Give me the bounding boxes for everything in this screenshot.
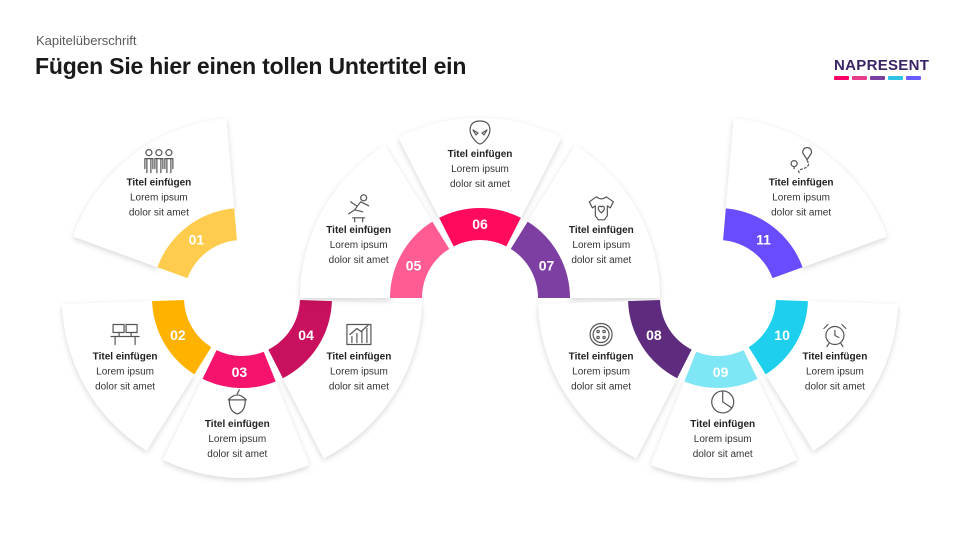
logo-bar: [834, 76, 849, 80]
step-card: [725, 118, 888, 268]
step-number: 02: [170, 327, 186, 343]
step-description-line: dolor sit amet: [771, 208, 831, 219]
step-description-line: dolor sit amet: [329, 382, 389, 393]
chapter-heading: Kapitelüberschrift: [36, 33, 137, 48]
step-description-line: Lorem ipsum: [330, 240, 388, 251]
step-card: [398, 118, 562, 218]
step-color-band: [202, 350, 276, 388]
step-description-line: Lorem ipsum: [451, 164, 509, 175]
step-description-line: Lorem ipsum: [572, 240, 630, 251]
step-description-line: dolor sit amet: [450, 179, 510, 190]
step-card: [300, 145, 433, 298]
logo-bar: [852, 76, 867, 80]
route-pin-icon: [790, 147, 813, 174]
step-color-band: [628, 300, 692, 379]
step-card: [72, 118, 235, 268]
step-card: [163, 378, 310, 479]
step-card: [650, 378, 797, 478]
logo-bar: [906, 76, 921, 80]
step-description-line: Lorem ipsum: [806, 367, 864, 378]
step-description-line: Lorem ipsum: [330, 367, 388, 378]
step-number: 11: [756, 232, 771, 248]
step-description-line: dolor sit amet: [571, 255, 631, 266]
meeting-icon: [110, 323, 140, 346]
step-number: 05: [406, 258, 422, 274]
step-description-line: Lorem ipsum: [572, 367, 630, 378]
step-description-line: Lorem ipsum: [208, 434, 266, 445]
step-description-line: dolor sit amet: [207, 449, 267, 460]
step-card: [765, 301, 898, 451]
hurdle-runner-icon: [348, 194, 370, 223]
page-title: Fügen Sie hier einen tollen Untertitel e…: [35, 53, 467, 79]
step-card: [62, 301, 195, 451]
step-number: 04: [298, 327, 314, 343]
step-card: [527, 145, 660, 298]
step-color-band: [510, 221, 570, 298]
step-number: 07: [539, 258, 555, 274]
step-card: [282, 301, 422, 459]
step-number: 08: [646, 327, 662, 343]
step-description-line: Lorem ipsum: [96, 367, 154, 378]
step-title: Titel einfügen: [326, 225, 391, 236]
step-description-line: dolor sit amet: [571, 382, 631, 393]
step-number: 06: [472, 216, 488, 232]
step-description-line: dolor sit amet: [805, 382, 865, 393]
step-title: Titel einfügen: [569, 225, 634, 236]
step-number: 10: [774, 327, 790, 343]
alarm-clock-icon: [823, 323, 847, 348]
step-card: [538, 301, 678, 459]
button-icon: [589, 322, 613, 347]
step-color-band: [268, 300, 332, 379]
step-color-band: [723, 208, 803, 279]
baby-onesie-icon: [588, 196, 614, 221]
step-title: Titel einfügen: [205, 419, 270, 430]
step-color-band: [152, 300, 212, 375]
acorn-icon: [227, 389, 247, 415]
step-description-line: dolor sit amet: [129, 208, 189, 219]
growth-chart-icon: [346, 323, 372, 346]
step-number: 01: [189, 232, 205, 248]
step-description-line: dolor sit amet: [329, 255, 389, 266]
step-color-band: [439, 208, 521, 247]
step-title: Titel einfügen: [326, 352, 391, 363]
step-description-line: dolor sit amet: [95, 382, 155, 393]
step-title: Titel einfügen: [569, 352, 634, 363]
step-color-band: [748, 300, 808, 375]
team-icon: [144, 149, 174, 174]
logo-color-bars: [834, 76, 926, 80]
step-description-line: Lorem ipsum: [772, 193, 830, 204]
step-description-line: Lorem ipsum: [130, 193, 188, 204]
step-number: 03: [232, 364, 248, 380]
logo-text: NAPRESENT: [834, 57, 930, 74]
step-color-band: [684, 350, 758, 388]
step-title: Titel einfügen: [690, 419, 755, 430]
step-title: Titel einfügen: [448, 149, 513, 160]
brand-logo: NAPRESENT: [834, 57, 930, 80]
step-title: Titel einfügen: [93, 352, 158, 363]
step-title: Titel einfügen: [769, 178, 834, 189]
step-title: Titel einfügen: [802, 352, 867, 363]
logo-bar: [870, 76, 885, 80]
step-description-line: dolor sit amet: [693, 449, 753, 460]
step-title: Titel einfügen: [126, 178, 191, 189]
alien-icon: [469, 120, 491, 145]
step-color-band: [157, 208, 237, 279]
step-number: 09: [713, 364, 729, 380]
step-description-line: Lorem ipsum: [694, 434, 752, 445]
step-color-band: [390, 221, 450, 298]
pie-chart-icon: [711, 390, 735, 414]
logo-bar: [888, 76, 903, 80]
